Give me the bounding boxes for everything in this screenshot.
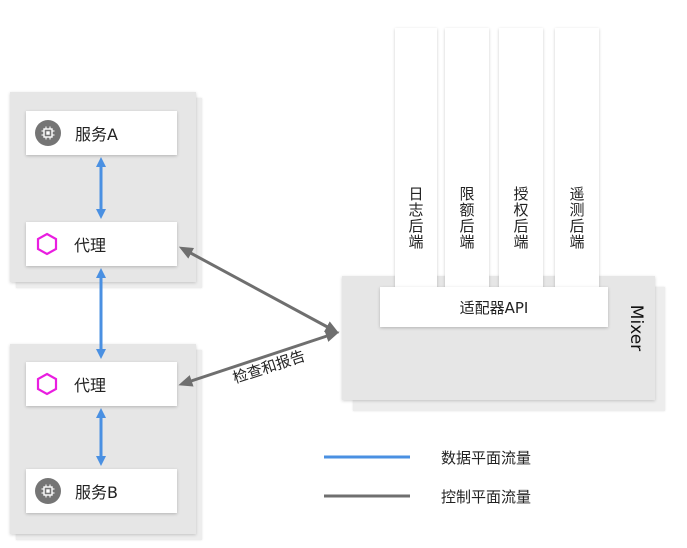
backend-auth: 授权后端 (499, 28, 543, 290)
control-arrow-proxy-b-mixer (178, 330, 340, 387)
proxy-a-card: 代理 (26, 222, 177, 266)
adapter-api-label: 适配器API (459, 298, 529, 317)
legend-control-label: 控制平面流量 (441, 488, 532, 506)
service-b-card: 服务B (26, 469, 177, 513)
hexagon-icon (36, 232, 58, 256)
adapter-api-box: 适配器API (380, 287, 608, 327)
backend-telemetry: 遥测后端 (555, 28, 599, 290)
proxy-b-card: 代理 (26, 362, 177, 406)
backend-quota: 限额后端 (445, 28, 489, 290)
hexagon-icon (36, 372, 58, 396)
chip-icon (35, 120, 61, 146)
service-b-label: 服务B (75, 483, 118, 502)
control-arrow-proxy-a-mixer (178, 246, 340, 334)
proxy-a-label: 代理 (74, 236, 107, 255)
service-a-card: 服务A (26, 111, 177, 155)
proxy-b-label: 代理 (74, 376, 107, 395)
chip-icon (35, 478, 61, 504)
service-a-label: 服务A (75, 125, 118, 144)
legend-data-label: 数据平面流量 (441, 449, 532, 467)
backend-logging: 日志后端 (395, 28, 437, 290)
